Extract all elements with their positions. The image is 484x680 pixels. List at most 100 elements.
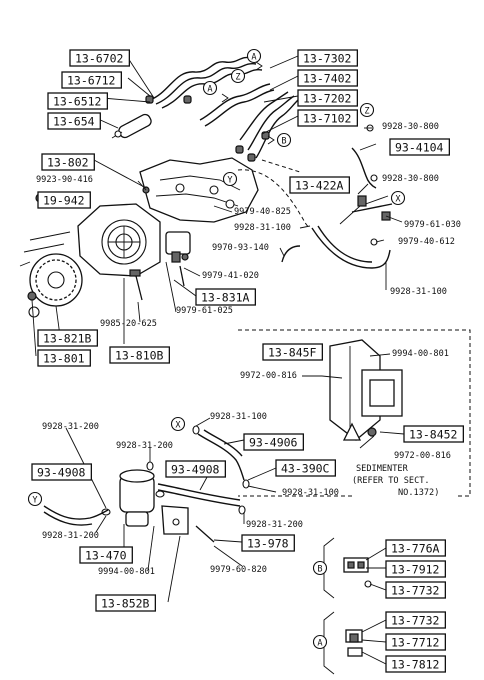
boxed-part-label: 13-6712: [61, 71, 122, 89]
guide-line-2: [261, 159, 301, 173]
part-number-label: 9928-31-100: [210, 412, 267, 422]
boxed-part-label-text: 13-810B: [115, 348, 164, 362]
callout-letter: Y: [227, 176, 233, 186]
boxed-part-label-text: 13-978: [247, 536, 289, 550]
boxed-part-label: 13-7812: [385, 655, 446, 673]
part-number-label: 9994-00-801: [392, 349, 449, 359]
boxed-part-label: 13-8452: [403, 425, 464, 443]
boxed-part-label: 13-7102: [297, 109, 358, 127]
boxed-part-label-text: 13-845F: [268, 345, 317, 359]
part-number-label: 9928-31-100: [234, 223, 291, 233]
boxed-part-label-text: 13-831A: [201, 290, 250, 304]
part-number-label: 9928-30-800: [382, 122, 439, 132]
callout-marker: Z: [359, 102, 375, 118]
boxed-part-label-text: 13-7812: [391, 657, 439, 671]
callout-letter: A: [251, 53, 257, 63]
part-number-label: 9979-41-020: [202, 271, 259, 281]
boxed-part-label: 13-654: [47, 112, 101, 130]
boxed-part-label-text: 13-654: [53, 114, 95, 128]
boxed-part-label-text: 13-801: [43, 351, 85, 365]
part-number-label: 9928-31-100: [282, 488, 339, 498]
sedimenter-note-line: NO.1372): [398, 488, 439, 498]
clamp-a-drawing: [323, 611, 363, 675]
boxed-part-label-text: 43-390C: [281, 461, 330, 475]
boxed-part-label: 13-831A: [195, 288, 256, 306]
part-number-label: 9994-00-801: [98, 567, 155, 577]
callout-letter: B: [281, 137, 286, 147]
callout-letter: A: [317, 639, 323, 649]
callout-letter: Z: [364, 107, 369, 117]
part-number-label: 9985-20-625: [100, 319, 157, 329]
boxed-part-label: 93-4906: [243, 433, 304, 451]
callout-marker: B: [276, 132, 292, 148]
boxed-part-label: 13-7732: [385, 581, 446, 599]
sedimenter-note-line: SEDIMENTER: [356, 464, 409, 474]
boxed-part-label-text: 93-4908: [171, 462, 220, 476]
boxed-part-label-text: 93-4908: [37, 465, 86, 479]
injection-pump-drawing: [77, 203, 191, 277]
boxed-part-label: 13-6702: [69, 49, 130, 67]
boxed-part-label-text: 93-4104: [395, 140, 444, 154]
timing-gear-drawing: [19, 231, 83, 318]
sedimenter-dashed-box: [238, 329, 471, 497]
boxed-part-label-text: 13-7912: [391, 562, 439, 576]
callout-marker: X: [390, 190, 406, 206]
boxed-part-label-text: 13-7302: [303, 51, 351, 65]
boxed-part-label-text: 13-852B: [101, 596, 150, 610]
boxed-part-label: 13-801: [37, 349, 91, 367]
boxed-part-label: 13-7202: [297, 89, 358, 107]
fuel-filter-drawing: [101, 469, 189, 535]
boxed-part-label-text: 13-8452: [409, 427, 457, 441]
boxed-part-label-text: 13-422A: [295, 178, 344, 192]
boxed-part-label: 93-4104: [389, 138, 450, 156]
boxed-part-label-text: 13-7202: [303, 91, 351, 105]
boxed-part-label-text: 13-7732: [391, 583, 439, 597]
boxed-part-label: 13-978: [241, 534, 295, 552]
guide-line-1: [237, 169, 311, 229]
callout-marker: Z: [230, 68, 246, 84]
part-number-label: 9979-61-030: [404, 220, 461, 230]
boxed-part-label-text: 13-7732: [391, 613, 439, 627]
callout-arrows: [221, 61, 275, 145]
boxed-part-label: 13-7402: [297, 69, 358, 87]
callout-letter: A: [207, 85, 213, 95]
boxed-part-label: 13-821B: [37, 329, 98, 347]
boxed-part-label: 13-776A: [385, 539, 446, 557]
part-number-label: 9928-31-200: [246, 520, 303, 530]
part-number-label: 9928-31-200: [42, 531, 99, 541]
injection-nozzle-drawing: [111, 113, 152, 139]
boxed-part-label: 13-802: [41, 153, 95, 171]
boxed-part-label: 19-942: [37, 191, 91, 209]
leader-lines: [31, 55, 405, 665]
callout-marker: Y: [27, 491, 43, 507]
part-number-label: 9923-90-416: [36, 175, 93, 185]
callout-marker: A: [312, 634, 328, 650]
part-number-label: 9972-00-816: [394, 451, 451, 461]
boxed-part-label: 13-7732: [385, 611, 446, 629]
part-number-label: 9928-31-100: [390, 287, 447, 297]
boxed-part-label: 13-7302: [297, 49, 358, 67]
boxed-part-label: 13-470: [79, 546, 133, 564]
callout-marker: A: [202, 80, 218, 96]
injection-pipes-drawing: [145, 56, 299, 162]
boxed-part-label: 43-390C: [275, 459, 336, 477]
part-number-label: 9979-60-820: [210, 565, 267, 575]
part-number-label: 9979-40-612: [398, 237, 455, 247]
callout-marker: A: [246, 48, 262, 64]
boxed-part-label: 13-7912: [385, 560, 446, 578]
boxed-part-label-text: 13-7102: [303, 111, 351, 125]
part-number-label: 9979-40-825: [234, 207, 291, 217]
boxed-part-label-text: 13-7402: [303, 71, 351, 85]
labels-layer: 13-670213-671213-651213-65413-730213-740…: [27, 48, 464, 673]
fuel-hoses-lower: [43, 425, 250, 543]
boxed-part-label-text: 19-942: [43, 193, 85, 207]
boxed-part-label: 93-4908: [165, 460, 226, 478]
part-number-label: 9970-93-140: [212, 243, 269, 253]
boxed-part-label: 13-845F: [262, 343, 323, 361]
boxed-part-label-text: 13-6712: [67, 73, 115, 87]
part-number-label: 9928-31-200: [116, 441, 173, 451]
boxed-part-label: 13-852B: [95, 594, 156, 612]
part-number-label: 9928-30-800: [382, 174, 439, 184]
callout-letter: Z: [235, 73, 240, 83]
boxed-part-label-text: 13-776A: [391, 541, 440, 555]
